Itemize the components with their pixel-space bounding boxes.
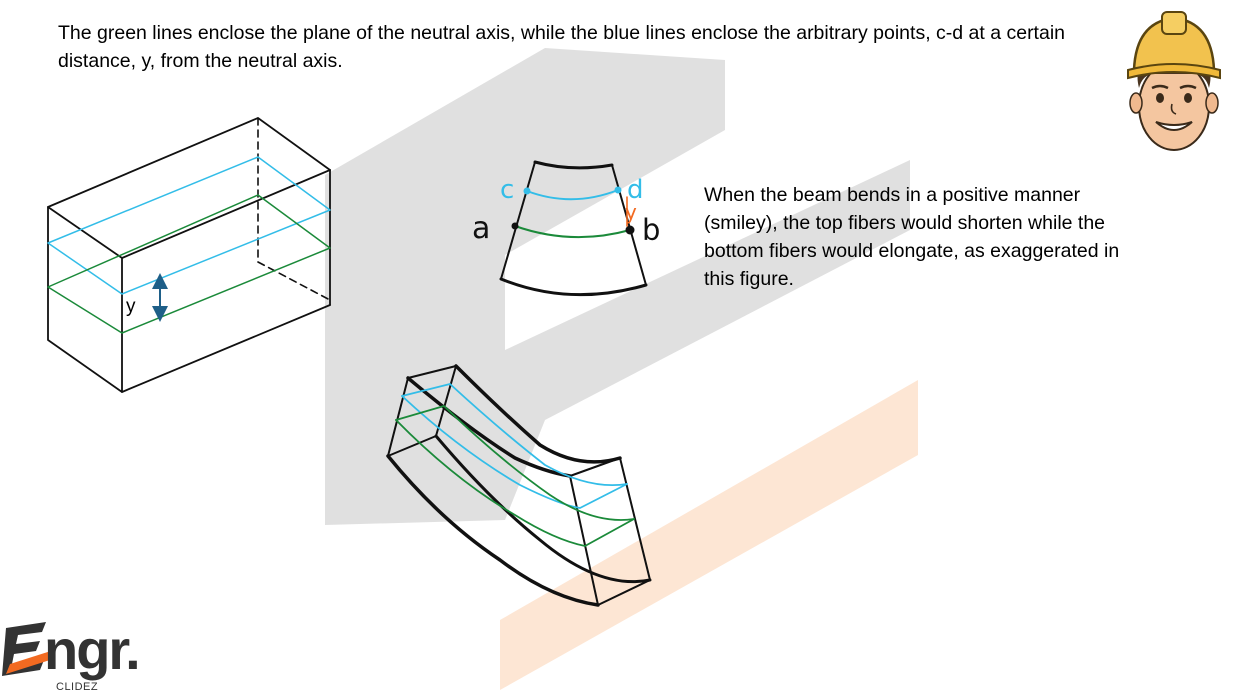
deformed-section <box>499 160 648 297</box>
label-b: b <box>642 213 660 247</box>
intro-text: The green lines enclose the plane of the… <box>58 22 1066 72</box>
logo-subtext: CLIDEZ <box>56 681 99 693</box>
bent-beam <box>386 364 652 607</box>
label-c: c <box>500 175 514 205</box>
engr-logo-mark <box>2 622 54 676</box>
engr-logo-icon: ngr. CLIDEZ <box>0 618 170 696</box>
label-d: d <box>627 175 644 205</box>
logo-text: ngr. <box>44 618 141 681</box>
engineer-mascot-icon <box>1127 11 1221 151</box>
explanation-text: When the beam bends in a positive manner… <box>704 184 1120 290</box>
undeformed-beam <box>47 117 331 393</box>
label-y-small: y <box>625 200 637 224</box>
label-a: a <box>472 211 490 246</box>
label-y: y <box>126 296 136 317</box>
